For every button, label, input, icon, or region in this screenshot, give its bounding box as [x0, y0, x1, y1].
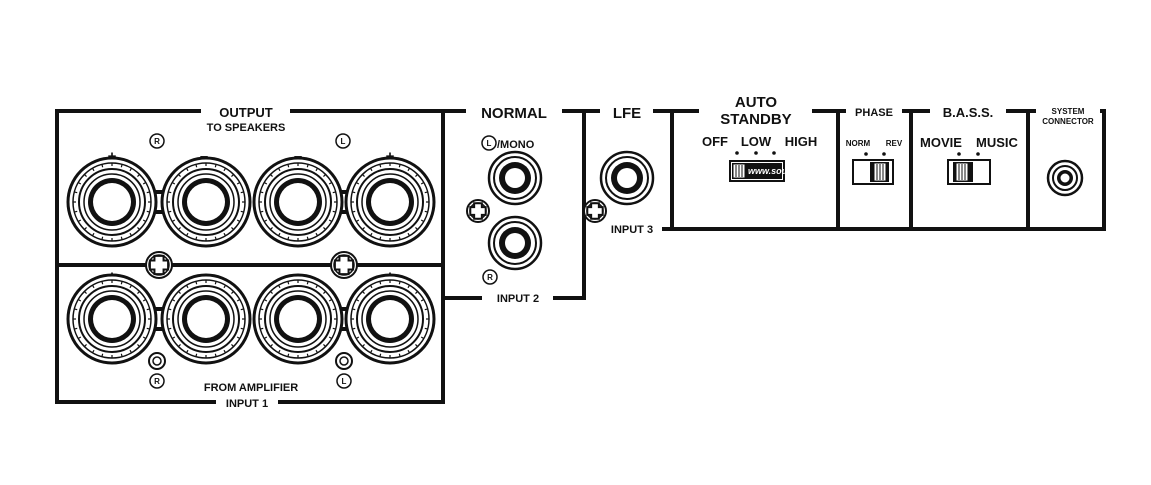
phase-title: PHASE — [855, 107, 893, 119]
input1-channel-r-label: R — [154, 377, 160, 386]
input1-terminal-row: + – – + R L — [66, 268, 436, 389]
system-connector-title-line1: SYSTEM — [1052, 107, 1085, 116]
normal-l-mono-rca-jack[interactable] — [487, 150, 543, 206]
normal-mono-label: /MONO — [497, 139, 535, 151]
input1-channel-r-badge: R — [149, 373, 165, 389]
phase-dot-rev — [882, 152, 886, 156]
output-binding-post-4[interactable] — [344, 156, 436, 248]
speaker-box-right-outline — [278, 109, 445, 404]
normal-r-label: R — [487, 273, 493, 282]
normal-l-mono-label: L /MONO — [481, 135, 535, 151]
phase-slide-switch[interactable] — [852, 159, 894, 185]
bass-dot-movie — [957, 152, 961, 156]
speaker-box-left-outline — [55, 109, 216, 404]
standby-dot-low — [754, 151, 758, 155]
normal-r-badge: R — [482, 269, 498, 285]
output-binding-post-3[interactable] — [252, 156, 344, 248]
screw-icon — [466, 199, 490, 223]
input1-binding-post-3[interactable] — [252, 273, 344, 365]
standby-dot-off — [735, 151, 739, 155]
system-connector-jack[interactable] — [1046, 159, 1084, 197]
normal-right-outline — [553, 109, 586, 300]
output-channel-l-badge: L — [335, 133, 351, 149]
lfe-rca-jack[interactable] — [599, 150, 655, 206]
output-terminal-row: + – – + R L — [66, 133, 436, 248]
output-terminal-sign-2: – — [200, 148, 208, 165]
input1-binding-post-4[interactable] — [344, 273, 436, 365]
bass-slide-switch[interactable] — [947, 159, 991, 185]
output-binding-post-1[interactable] — [66, 156, 158, 248]
input3-label: INPUT 3 — [611, 224, 653, 236]
input1-indicator-l — [335, 352, 353, 370]
input2-label: INPUT 2 — [497, 293, 539, 305]
screw-icon — [145, 251, 173, 279]
output-channel-r-label: R — [154, 137, 160, 146]
phase-dot-norm — [864, 152, 868, 156]
bass-option-movie: MOVIE — [920, 135, 962, 150]
screw-icon — [330, 251, 358, 279]
output-subtitle: TO SPEAKERS — [207, 122, 286, 134]
panel-outlines — [55, 109, 1106, 404]
output-binding-post-2[interactable] — [160, 156, 252, 248]
screw-icon — [583, 199, 607, 223]
lfe-title: LFE — [613, 105, 641, 122]
standby-option-high: HIGH — [785, 134, 818, 149]
phase-option-rev: REV — [886, 139, 903, 148]
output-terminal-sign-4: + — [386, 148, 395, 165]
standby-dot-high — [772, 151, 776, 155]
standby-option-low: LOW — [741, 134, 772, 149]
normal-r-rca-jack[interactable] — [487, 215, 543, 271]
input1-subtitle: FROM AMPLIFIER — [204, 382, 298, 394]
input1-binding-post-2[interactable] — [160, 273, 252, 365]
phase-option-norm: NORM — [846, 139, 871, 148]
normal-title: NORMAL — [481, 105, 547, 122]
output-title: OUTPUT — [219, 105, 273, 120]
input1-channel-l-label: L — [342, 377, 347, 386]
auto-standby-title-line2: STANDBY — [720, 111, 791, 128]
auto-standby-title-line1: AUTO — [735, 94, 778, 111]
standby-option-off: OFF — [702, 134, 728, 149]
output-channel-l-label: L — [341, 137, 346, 146]
input1-binding-post-1[interactable] — [66, 273, 158, 365]
normal-l-label: L — [487, 139, 492, 148]
input1-indicator-r — [148, 352, 166, 370]
input1-label: INPUT 1 — [226, 398, 268, 410]
control-strip-outline — [672, 109, 1106, 231]
bass-option-music: MUSIC — [976, 135, 1019, 150]
auto-standby-slide-switch[interactable]: www.soundshop.ee — [729, 160, 832, 182]
system-connector-title-line2: CONNECTOR — [1042, 117, 1094, 126]
output-channel-r-badge: R — [149, 133, 165, 149]
bass-title: B.A.S.S. — [943, 105, 994, 120]
bass-dot-music — [976, 152, 980, 156]
input1-channel-l-badge: L — [336, 373, 352, 389]
watermark-text: www.soundshop.ee — [748, 166, 832, 176]
output-terminal-sign-1: + — [108, 148, 117, 165]
lfe-right-outline — [653, 109, 674, 231]
